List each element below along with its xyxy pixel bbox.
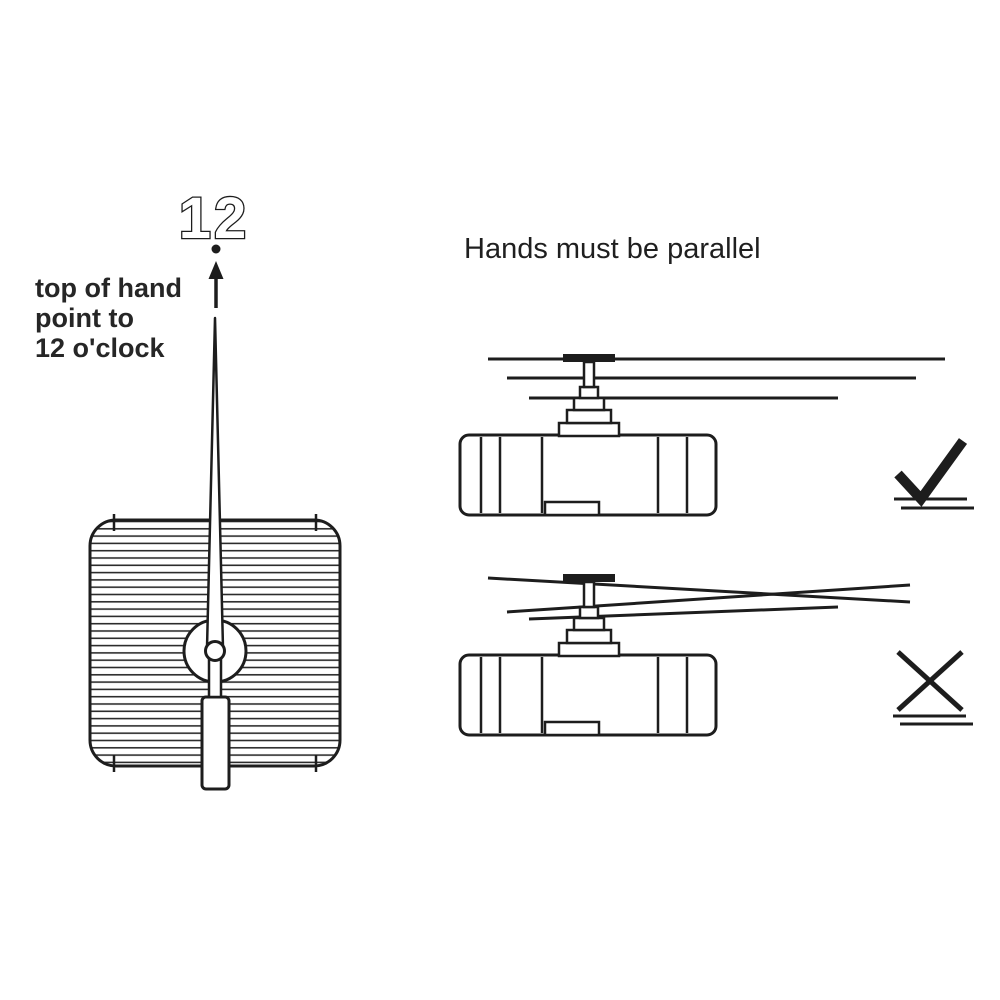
- parallel-hand-lines: [488, 357, 945, 400]
- check-icon: [894, 438, 974, 510]
- parallel-title: Hands must be parallel: [464, 233, 761, 265]
- movement-side-view: [458, 572, 718, 737]
- corner-tabs: [112, 514, 318, 772]
- minute-hand: [205, 316, 225, 650]
- nonparallel-hand-lines: [487, 576, 911, 621]
- note-line-3: 12 o'clock: [35, 333, 165, 363]
- cross-icon: [893, 650, 973, 726]
- note-line-2: point to: [35, 303, 134, 333]
- hanger-tab: [200, 695, 231, 791]
- twelve-dot: [211, 244, 221, 254]
- side-view-correct: [458, 352, 974, 517]
- clock-number: 12: [179, 186, 250, 251]
- clock-movement-front: 12 top of hand point to 12 o'clock: [35, 185, 342, 791]
- side-view-incorrect: [458, 572, 973, 737]
- note-label: top of hand point to 12 o'clock: [35, 273, 182, 363]
- hand-shaft: [204, 640, 226, 662]
- up-arrow-icon: [208, 261, 224, 308]
- note-line-1: top of hand: [35, 273, 182, 303]
